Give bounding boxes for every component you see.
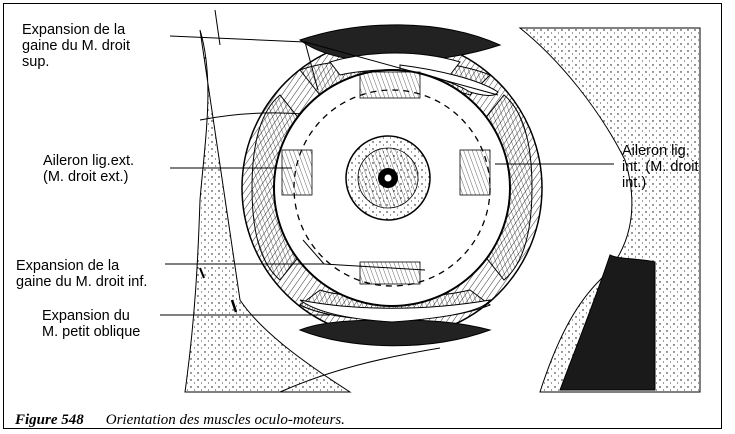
label-gaine-sup: Expansion de la gaine du M. droit sup.	[22, 22, 130, 70]
label-aileron-int: Aileron lig. int. (M. droit int.)	[622, 143, 699, 191]
figure-number: Figure 548	[15, 412, 84, 428]
label-aileron-ext: Aileron lig.ext. (M. droit ext.)	[43, 153, 134, 185]
label-petit-oblique: Expansion du M. petit oblique	[42, 308, 140, 340]
iris	[346, 136, 430, 220]
caption-text: Orientation des muscles oculo-moteurs.	[106, 412, 345, 428]
label-gaine-inf: Expansion de la gaine du M. droit inf.	[16, 258, 147, 290]
figure-caption: Figure 548 Orientation des muscles oculo-…	[15, 412, 345, 429]
